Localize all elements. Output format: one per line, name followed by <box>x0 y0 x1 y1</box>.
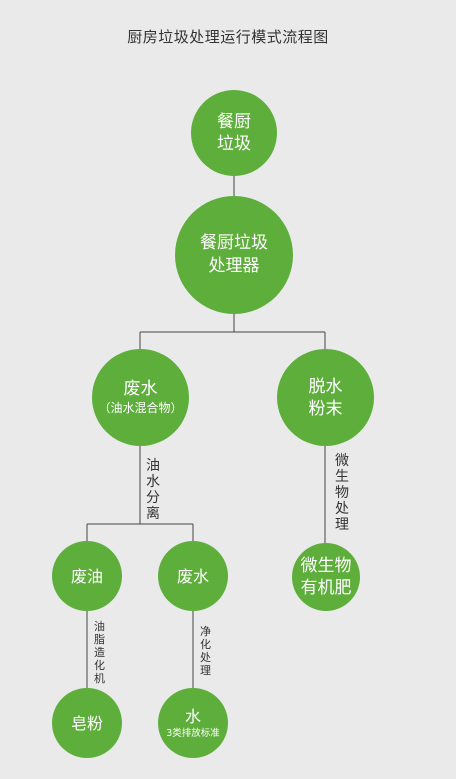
label-char: 微 <box>335 453 349 469</box>
node-waste-oil: 废油 <box>52 541 122 611</box>
label-char: 油 <box>146 458 160 474</box>
label-oil-water-separation: 油 水 分 离 <box>146 458 160 522</box>
node-microbial-fertilizer: 微生物 有机肥 <box>292 543 360 611</box>
node-waste-water: 废水 <box>158 541 228 611</box>
node-label: 皂粉 <box>70 713 103 733</box>
node-label: 餐厨 <box>217 112 251 132</box>
node-processor: 餐厨垃圾 处理器 <box>175 196 293 314</box>
node-label: 处理器 <box>208 256 260 276</box>
node-water-standard: 水 3类排放标准 <box>158 688 228 758</box>
label-char: 物 <box>335 485 349 501</box>
node-label: 垃圾 <box>217 134 251 154</box>
node-sublabel: 3类排放标准 <box>166 728 220 739</box>
label-char: 化 <box>94 659 105 672</box>
label-char: 离 <box>146 506 160 522</box>
label-char: 处 <box>200 651 211 664</box>
node-soap-powder: 皂粉 <box>52 688 122 758</box>
page-title: 厨房垃圾处理运行模式流程图 <box>127 28 329 46</box>
label-char: 机 <box>94 672 105 685</box>
label-char: 脂 <box>94 633 105 646</box>
node-label: 废油 <box>70 566 103 586</box>
label-microbial-treatment: 微 生 物 处 理 <box>335 453 349 533</box>
label-char: 水 <box>146 474 160 490</box>
node-label: 餐厨垃圾 <box>200 233 268 253</box>
node-label: 粉末 <box>308 398 343 419</box>
label-grease-soap-machine: 油 脂 造 化 机 <box>94 620 105 685</box>
label-char: 造 <box>94 646 105 659</box>
label-char: 处 <box>335 501 349 517</box>
node-label: 废水 <box>176 566 209 586</box>
node-canchu-laji: 餐厨 垃圾 <box>191 90 277 176</box>
label-char: 分 <box>146 490 160 506</box>
node-label: 脱水 <box>308 376 343 397</box>
label-char: 化 <box>200 638 211 651</box>
node-label: 有机肥 <box>300 578 352 598</box>
node-label: 微生物 <box>300 556 352 576</box>
label-char: 理 <box>335 517 349 533</box>
node-label: 废水 <box>123 379 158 399</box>
node-dehydrated-powder: 脱水 粉末 <box>277 349 374 446</box>
label-char: 理 <box>200 664 211 677</box>
node-sublabel: （油水混合物） <box>98 401 183 415</box>
label-char: 油 <box>94 620 105 633</box>
node-label: 水 <box>184 707 201 726</box>
label-char: 生 <box>335 469 349 485</box>
node-wastewater-mix: 废水 （油水混合物） <box>92 349 189 446</box>
label-purification: 净 化 处 理 <box>200 625 211 677</box>
label-char: 净 <box>200 625 211 638</box>
